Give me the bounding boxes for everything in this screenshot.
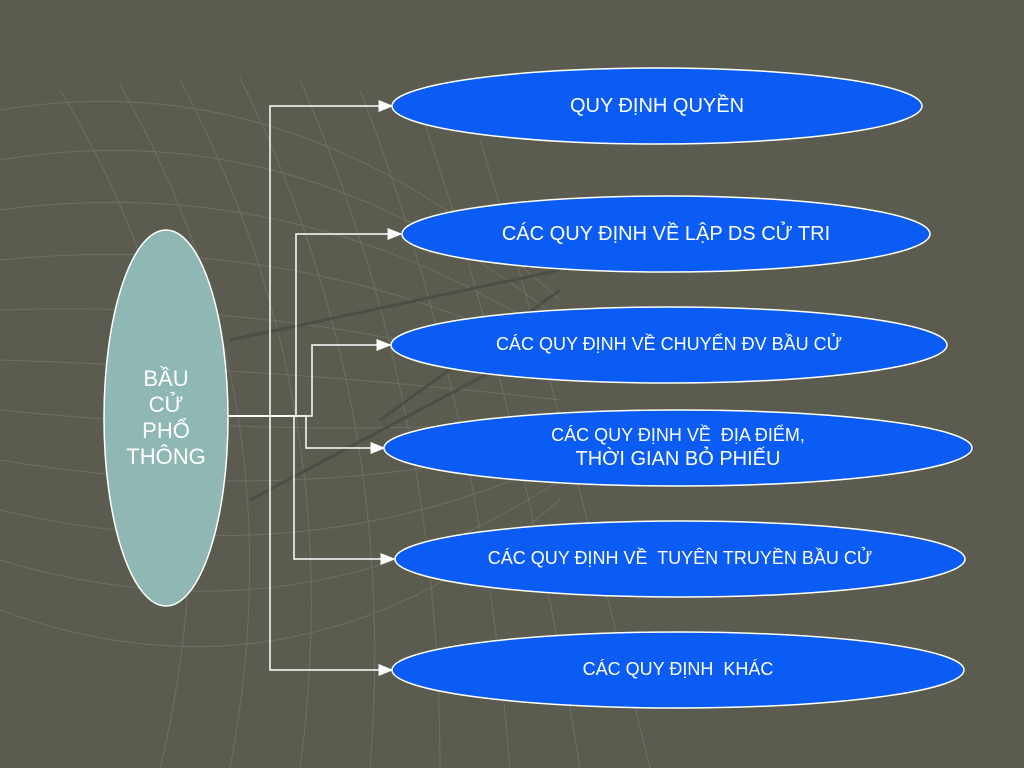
- branch-node-label-chuyen-dv-bau-cu: CÁC QUY ĐỊNH VỀ CHUYỂN ĐV BẦU CỬ: [391, 307, 947, 383]
- branch-nodes: [383, 67, 973, 709]
- connector-arrow: [228, 415, 386, 454]
- connector-arrow: [228, 339, 392, 417]
- branch-node-chuyen-dv-bau-cu: [390, 306, 948, 384]
- center-node: [103, 229, 229, 607]
- center-line: CỬ: [148, 392, 184, 417]
- branch-node-line: CÁC QUY ĐỊNH VỀ ĐỊA ĐIỂM,: [551, 425, 805, 446]
- center-line: THÔNG: [126, 444, 206, 469]
- branch-node-label-quy-dinh-quyen: QUY ĐỊNH QUYỀN: [392, 68, 922, 144]
- center-line: BẦU: [143, 366, 189, 391]
- branch-node-dia-diem-thoi-gian: [383, 409, 973, 487]
- branch-node-label-dia-diem-thoi-gian: CÁC QUY ĐỊNH VỀ ĐỊA ĐIỂM,THỜI GIAN BỎ PH…: [384, 410, 972, 486]
- connector-arrow: [228, 100, 394, 417]
- branch-node-lap-ds-cu-tri: [401, 195, 931, 273]
- branch-node-quy-dinh-quyen: [391, 67, 923, 145]
- connectors: [228, 100, 403, 676]
- center-ellipse: [103, 229, 229, 607]
- branch-node-label-lap-ds-cu-tri: CÁC QUY ĐỊNH VỀ LẬP DS CỬ TRI: [402, 196, 930, 272]
- center-node-label: BẦU CỬ PHỔ THÔNG: [104, 230, 228, 606]
- branch-node-line: CÁC QUY ĐỊNH VỀ CHUYỂN ĐV BẦU CỬ: [495, 334, 843, 355]
- branch-node-line: CÁC QUY ĐỊNH KHÁC: [582, 659, 774, 680]
- connector-arrow: [228, 228, 403, 417]
- branch-node-khac: [391, 631, 965, 709]
- branch-node-line: CÁC QUY ĐỊNH VỀ LẬP DS CỬ TRI: [501, 223, 831, 245]
- center-line: PHỔ: [142, 418, 190, 443]
- branch-node-line: CÁC QUY ĐỊNH VỀ TUYÊN TRUYỀN BẦU CỬ: [487, 548, 873, 569]
- connector-arrow: [228, 415, 396, 565]
- branch-node-label-tuyen-truyen: CÁC QUY ĐỊNH VỀ TUYÊN TRUYỀN BẦU CỬ: [395, 521, 965, 597]
- branch-node-tuyen-truyen: [394, 520, 966, 598]
- connector-arrow: [228, 415, 394, 676]
- branch-node-line: QUY ĐỊNH QUYỀN: [569, 95, 745, 117]
- branch-node-label-khac: CÁC QUY ĐỊNH KHÁC: [392, 632, 964, 708]
- branch-node-line: THỜI GIAN BỎ PHIẾU: [575, 447, 781, 470]
